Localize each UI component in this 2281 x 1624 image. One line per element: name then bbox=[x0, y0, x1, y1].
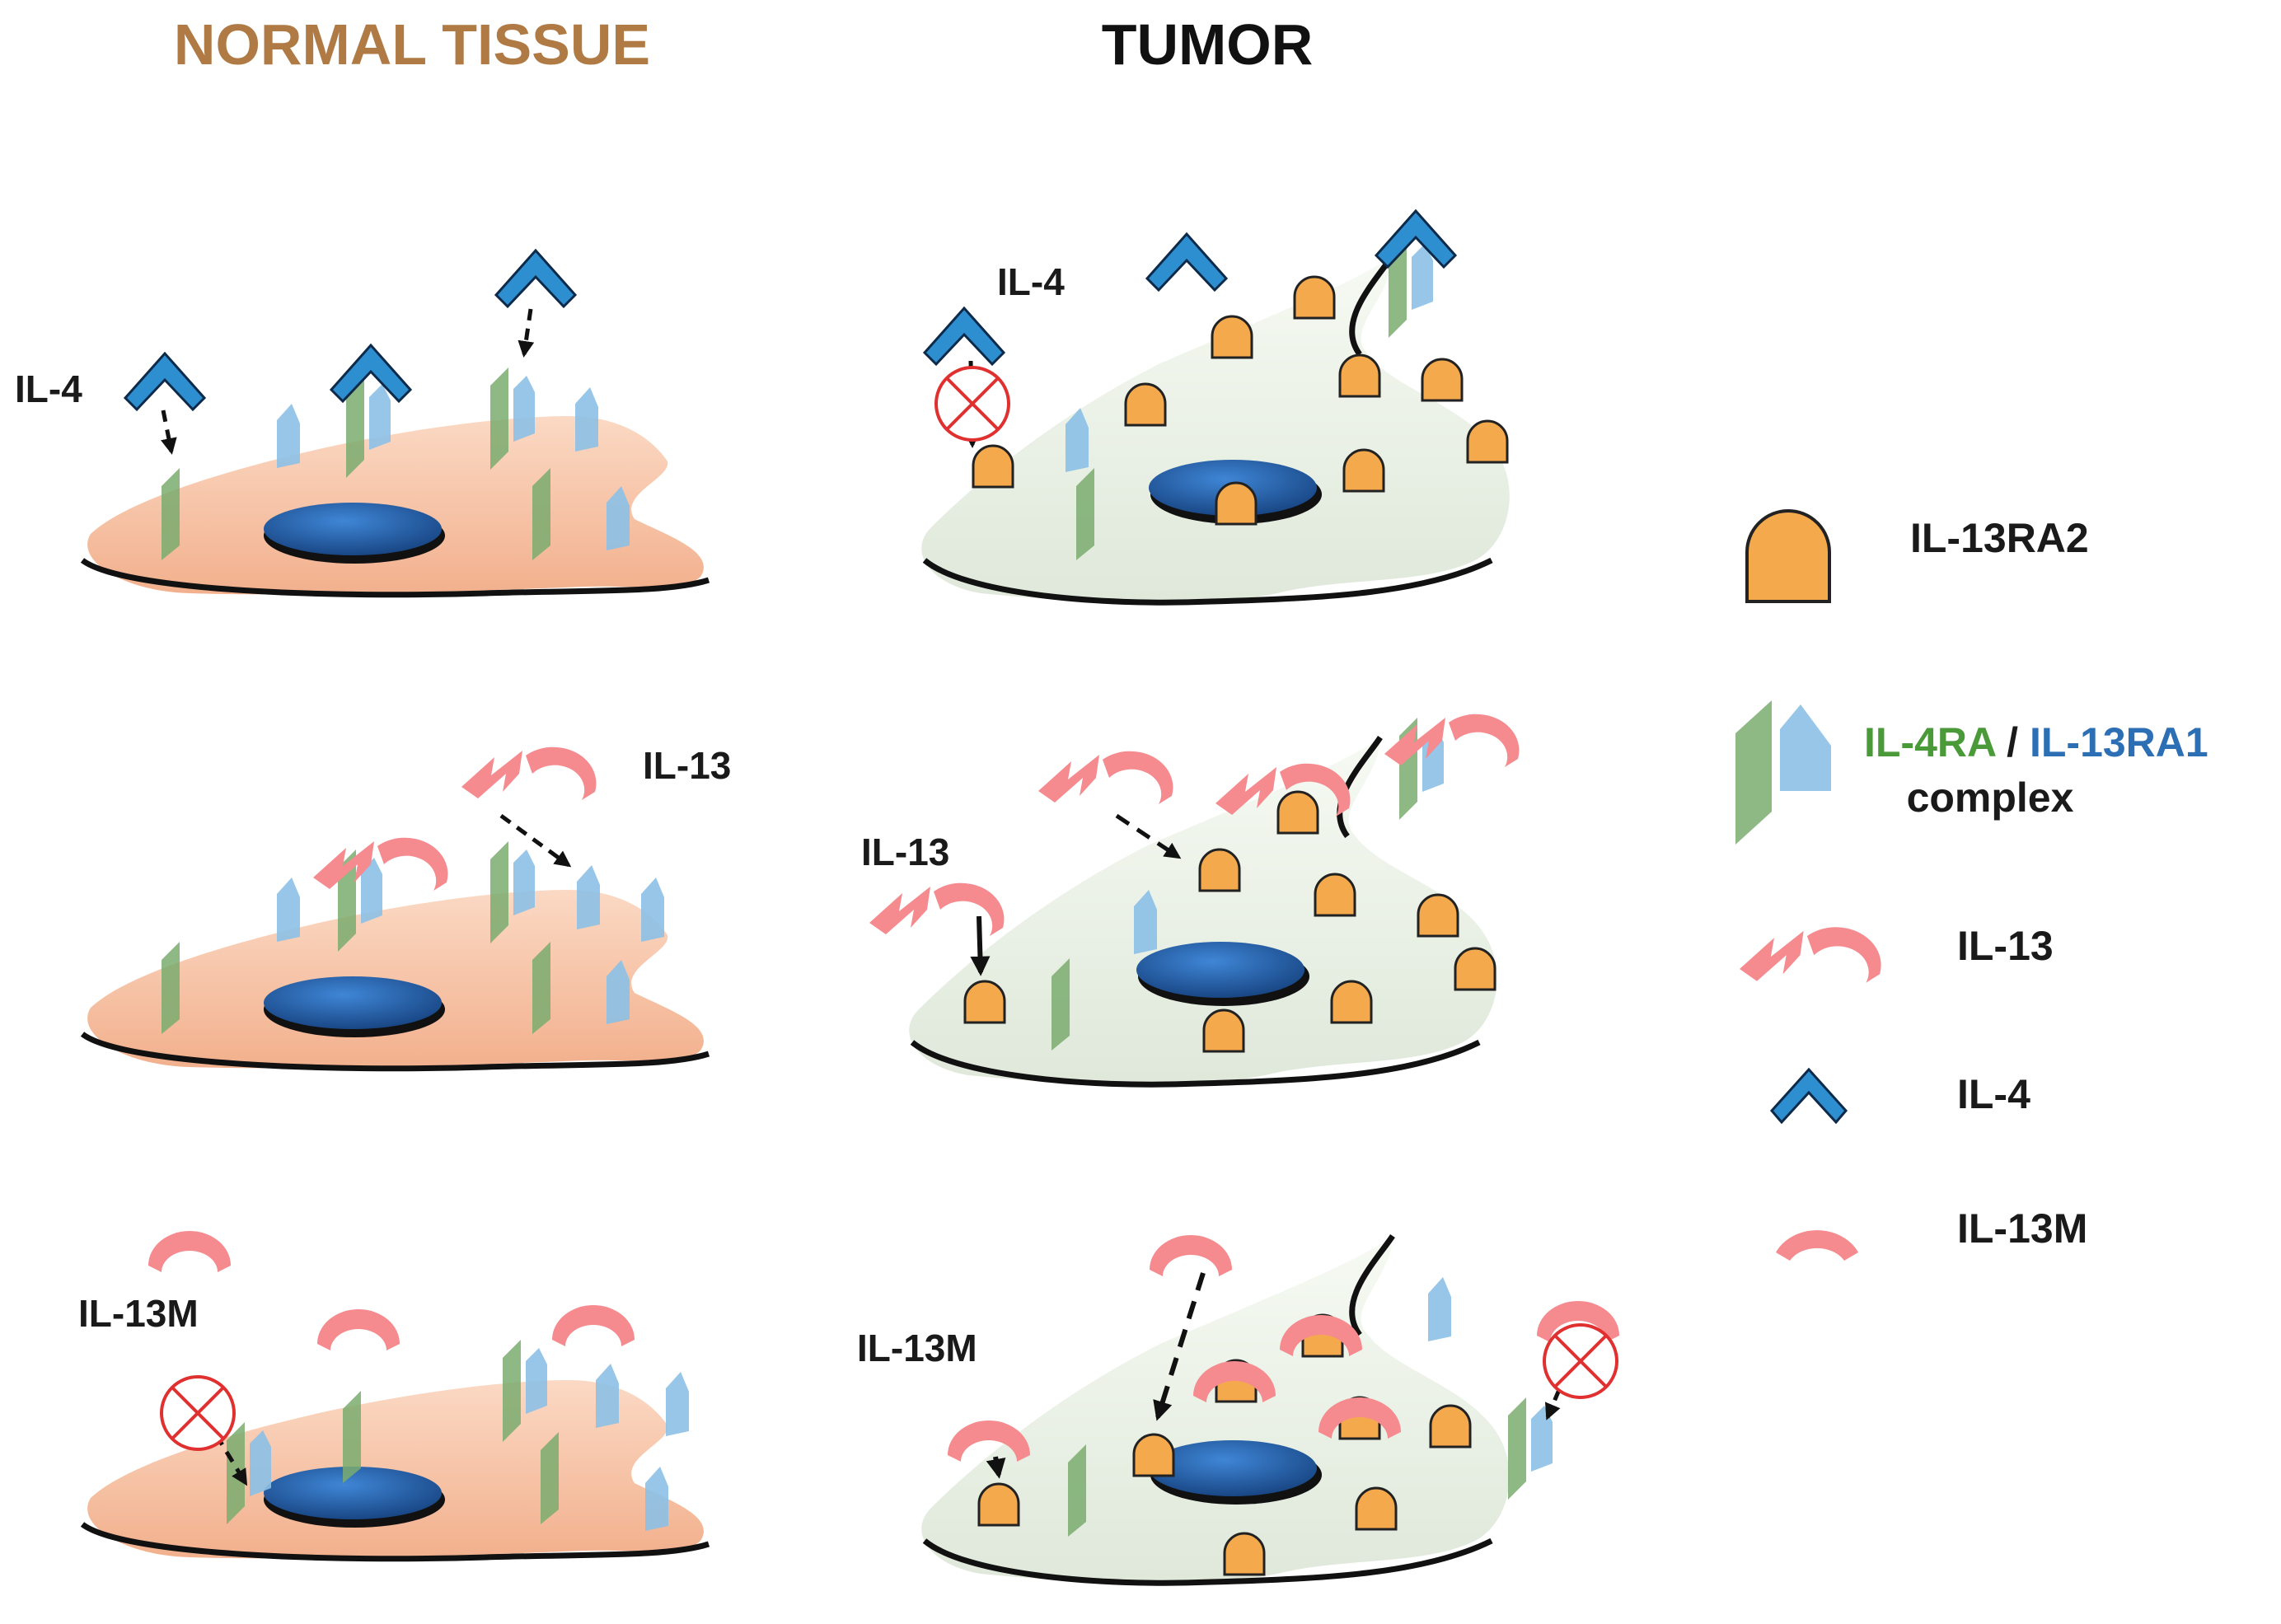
blocked-binding-icon bbox=[1543, 1323, 1618, 1399]
binding-arrow bbox=[161, 410, 177, 455]
legend-il4-label: IL-4 bbox=[1957, 1071, 2030, 1117]
il13m-label-tumor: IL-13M bbox=[857, 1327, 977, 1369]
il13m-arc-icon bbox=[552, 1305, 635, 1346]
il4-chevron-icon bbox=[1145, 232, 1228, 292]
binding-arrow bbox=[1153, 1272, 1206, 1421]
il4-label-normal: IL-4 bbox=[15, 367, 82, 410]
il13-label-tumor: IL-13 bbox=[861, 831, 949, 873]
il4-chevron-icon bbox=[494, 249, 577, 308]
il13ra2-dome-icon bbox=[1745, 509, 1831, 603]
il13-ligand-icon bbox=[1384, 714, 1520, 767]
legend: IL-13RA2 IL-4RA / IL-13RA1 complex IL-13… bbox=[1735, 509, 2208, 1261]
svg-text:IL-4RA / IL-13: IL-4RA / IL-13RA1 bbox=[1864, 719, 2208, 765]
il4-chevron-icon bbox=[124, 352, 206, 411]
legend-il13ra1-label: IL-13RA1 bbox=[2030, 719, 2208, 765]
il13-ligand-icon bbox=[461, 746, 597, 800]
binding-arrow bbox=[970, 915, 991, 976]
legend-il13ra2-label: IL-13RA2 bbox=[1910, 515, 2089, 561]
il4-chevron-icon bbox=[1770, 1067, 1848, 1125]
blocked-binding-icon bbox=[160, 1375, 236, 1451]
il13-ligand-icon bbox=[1038, 751, 1173, 804]
tumor-cell-il13m bbox=[921, 1236, 1510, 1584]
legend-il13ra2: IL-13RA2 bbox=[1745, 509, 2089, 603]
binding-arrow bbox=[518, 308, 535, 358]
legend-complex-separator: / bbox=[2007, 719, 2018, 765]
il13m-arc-icon bbox=[148, 1231, 231, 1272]
il13m-arc-icon bbox=[1776, 1230, 1858, 1261]
legend-il13-label: IL-13 bbox=[1957, 923, 2054, 969]
blocked-binding-icon bbox=[934, 366, 1010, 442]
legend-complex-label: complex bbox=[1907, 775, 2074, 821]
il13m-arc-icon bbox=[317, 1309, 400, 1350]
il4ra-il13ra1-complex-icon bbox=[1735, 700, 1831, 845]
legend-complex: IL-4RA / IL-13RA1 complex bbox=[1735, 700, 2208, 845]
normal-tissue-title: NORMAL TISSUE bbox=[174, 12, 650, 77]
binding-arrow bbox=[499, 813, 572, 868]
il4-chevron-icon bbox=[923, 307, 1005, 366]
il13-label-normal: IL-13 bbox=[643, 744, 731, 787]
legend-il13m: IL-13M bbox=[1776, 1205, 2087, 1261]
legend-il4ra-label: IL-4RA bbox=[1864, 719, 1996, 765]
il13m-arc-icon bbox=[948, 1420, 1030, 1462]
il13-ligand-icon bbox=[1740, 927, 1881, 983]
il4-chevron-icon bbox=[330, 344, 412, 403]
legend-il13: IL-13 bbox=[1740, 923, 2054, 983]
il13m-arc-icon bbox=[1150, 1235, 1232, 1276]
il13m-label-normal: IL-13M bbox=[78, 1292, 199, 1335]
il4-label-tumor: IL-4 bbox=[997, 260, 1065, 303]
tumor-cell-il4 bbox=[921, 255, 1510, 603]
binding-arrow bbox=[986, 1456, 1006, 1479]
legend-il13m-label: IL-13M bbox=[1957, 1205, 2087, 1252]
legend-il4: IL-4 bbox=[1770, 1067, 2030, 1125]
il13-ligand-icon bbox=[869, 882, 1005, 936]
tumor-title: TUMOR bbox=[1102, 12, 1314, 77]
binding-arrow bbox=[1115, 813, 1182, 859]
